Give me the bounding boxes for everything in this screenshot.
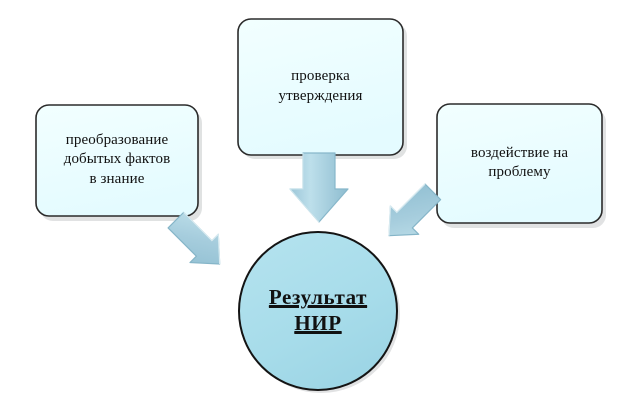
arrow-left xyxy=(167,211,221,265)
box-left xyxy=(35,104,199,217)
arrow-right xyxy=(388,183,442,237)
arrow-center xyxy=(288,152,349,223)
circle-result xyxy=(238,231,398,391)
box-center xyxy=(237,18,404,156)
box-right xyxy=(436,103,603,224)
